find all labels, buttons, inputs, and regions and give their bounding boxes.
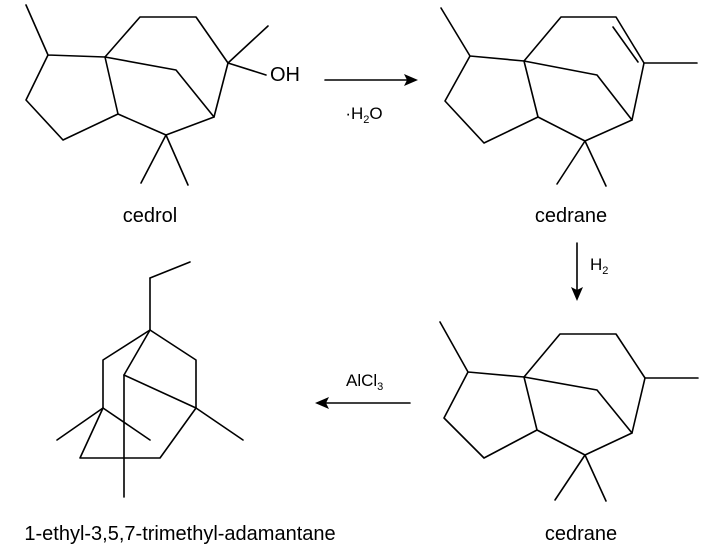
rearrangement-condition: AlCl3 xyxy=(346,371,383,393)
adamantane-structure xyxy=(56,261,244,498)
hydroxyl-label: OH xyxy=(270,64,300,86)
cedrane-structure xyxy=(439,321,699,502)
hydrogenation-arrow xyxy=(571,242,583,301)
cedrene-structure xyxy=(440,7,698,187)
cedrol-structure: OH xyxy=(25,4,300,186)
dehydration-condition: ·H2O xyxy=(345,104,382,126)
hydrogenation-condition: H2 xyxy=(590,255,608,277)
cedrol-label: cedrol xyxy=(123,205,177,227)
cedrene-label: cedrane xyxy=(535,205,607,227)
dehydration-arrow xyxy=(324,74,418,86)
adamantane-label: 1-ethyl-3,5,7-trimethyl-adamantane xyxy=(24,523,335,545)
cedrane-label: cedrane xyxy=(545,523,617,545)
rearrangement-arrow xyxy=(315,397,411,409)
